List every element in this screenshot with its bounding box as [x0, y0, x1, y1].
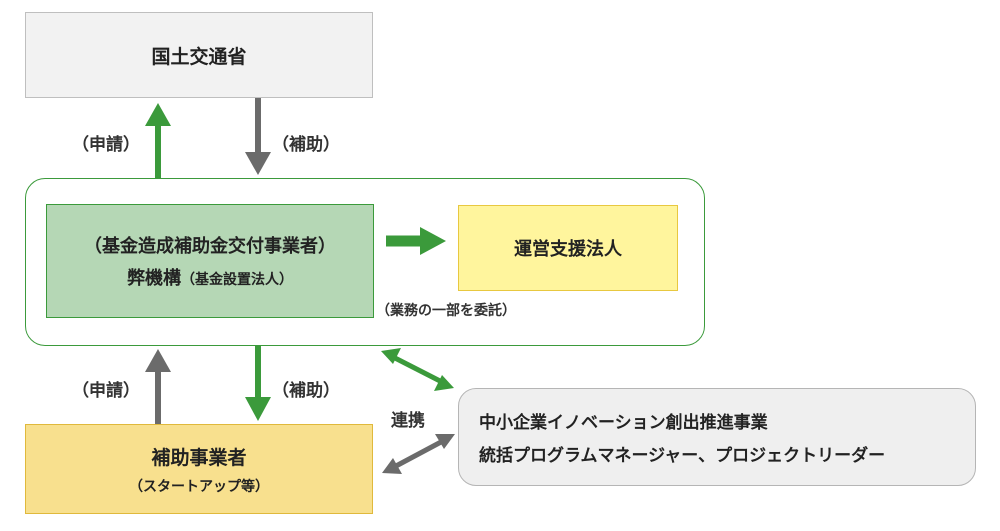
cooperation-arrow-fund-sbir [381, 348, 454, 391]
apply-arrow-up-top [145, 103, 171, 178]
mlit-label: 国土交通省 [151, 45, 247, 68]
subsidy-label-top: （補助） [272, 135, 340, 155]
outsource-arrow [386, 227, 446, 255]
sbir-program-label: 中小企業イノベーション創出推進事業 [479, 413, 768, 433]
subsidy-label-bottom: （補助） [272, 381, 340, 401]
fund-role-label: （基金造成補助金交付事業者） [84, 236, 336, 257]
outsource-label: （業務の一部を委託） [376, 303, 516, 319]
sbir-box: 中小企業イノベーション創出推進事業 統括プログラムマネージャー、プロジェクトリー… [458, 388, 976, 486]
subsidy-arrow-down-top [245, 98, 271, 175]
fund-name-sub: （基金設置法人） [181, 272, 293, 288]
apply-label-bottom: （申請） [72, 381, 140, 401]
recipient-box: 補助事業者 （スタートアップ等） [25, 424, 373, 514]
operator-label: 運営支援法人 [514, 239, 622, 260]
recipient-sub-label: （スタートアップ等） [129, 478, 269, 495]
apply-label-top: （申請） [72, 135, 140, 155]
sbir-managers-label: 統括プログラムマネージャー、プロジェクトリーダー [479, 446, 886, 466]
recipient-label: 補助事業者 [151, 446, 247, 469]
operator-box: 運営支援法人 [458, 205, 678, 291]
fund-name: 弊機構（基金設置法人） [127, 264, 293, 290]
cooperation-arrow-recipient-sbir [382, 434, 455, 474]
mlit-box: 国土交通省 [25, 12, 373, 98]
fund-name-main: 弊機構 [127, 268, 181, 289]
subsidy-arrow-down-bottom [245, 346, 271, 421]
cooperation-label: 連携 [391, 411, 425, 431]
apply-arrow-up-bottom [145, 349, 171, 424]
fund-organization-box: （基金造成補助金交付事業者） 弊機構（基金設置法人） [46, 204, 374, 318]
